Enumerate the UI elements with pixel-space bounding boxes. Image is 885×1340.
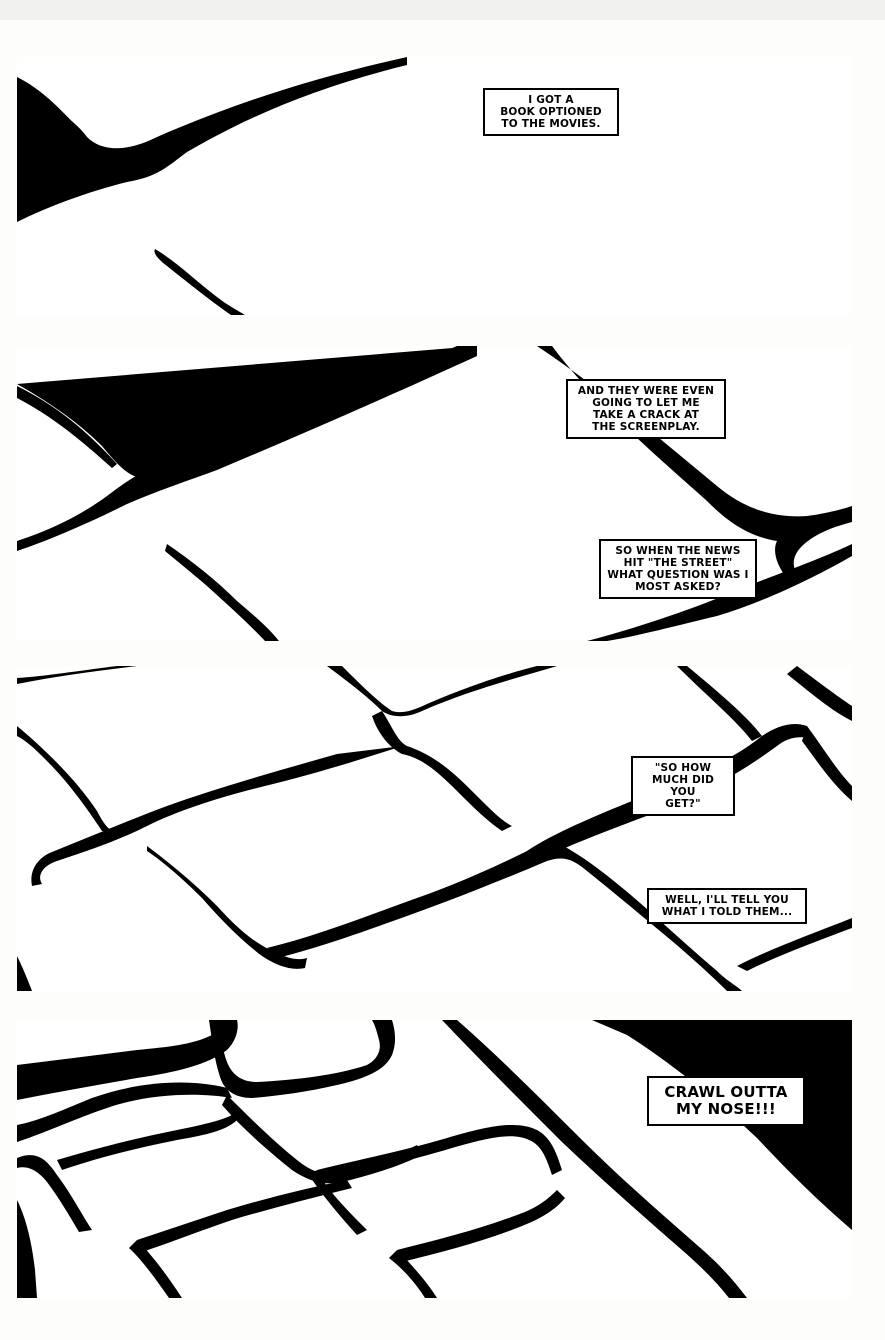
panel-2: AND THEY WERE EVEN GOING TO LET ME TAKE … (17, 346, 852, 641)
page-top-edge (0, 0, 885, 20)
panel-3: "SO HOW MUCH DID YOU GET?" WELL, I'LL TE… (17, 666, 852, 991)
caption-box: I GOT A BOOK OPTIONED TO THE MOVIES. (483, 88, 619, 136)
panel-4-sidewalk-cracks (17, 1020, 852, 1298)
panel-1: I GOT A BOOK OPTIONED TO THE MOVIES. (17, 57, 852, 315)
panel-3-sidewalk-cracks (17, 666, 852, 991)
caption-box: CRAWL OUTTA MY NOSE!!! (647, 1076, 805, 1126)
caption-box: AND THEY WERE EVEN GOING TO LET ME TAKE … (566, 379, 726, 439)
panel-4: CRAWL OUTTA MY NOSE!!! (17, 1020, 852, 1298)
caption-box: WELL, I'LL TELL YOU WHAT I TOLD THEM... (647, 888, 807, 924)
caption-box: "SO HOW MUCH DID YOU GET?" (631, 756, 735, 816)
panel-1-sidewalk-cracks (17, 57, 407, 315)
caption-box: SO WHEN THE NEWS HIT "THE STREET" WHAT Q… (599, 539, 757, 599)
